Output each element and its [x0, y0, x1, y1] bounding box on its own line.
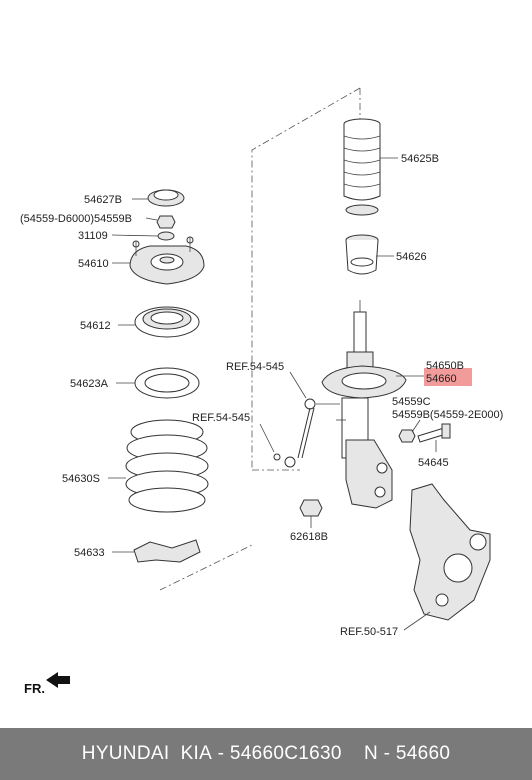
part-54626[interactable] — [345, 234, 394, 275]
ref-leader-upper — [289, 371, 307, 399]
part-31109[interactable] — [111, 231, 175, 241]
ref-54-545-upper: REF.54-545 — [226, 361, 284, 373]
part-number-footer: HYUNDAI KIA - 54660C1630 N - 54660 — [0, 728, 532, 780]
label-54559B-alt: (54559-D6000)54559B — [20, 213, 132, 225]
footer-part-number: 54660C1630 — [229, 743, 342, 764]
part-54559B-nut[interactable] — [145, 215, 176, 229]
label-54627B: 54627B — [84, 194, 122, 206]
label-54630S: 54630S — [62, 473, 100, 485]
part-54610[interactable] — [112, 236, 205, 285]
label-62618B: 62618B — [290, 531, 328, 543]
footer-brand: HYUNDAI KIA — [81, 743, 213, 764]
label-54650B: 54650B — [426, 360, 464, 372]
label-54625B: 54625B — [401, 153, 439, 165]
part-54627B[interactable] — [132, 189, 185, 207]
part-62618B[interactable] — [299, 499, 323, 528]
part-54625B[interactable] — [343, 118, 398, 216]
label-54610: 54610 — [78, 258, 109, 270]
part-knuckle — [403, 483, 491, 631]
label-54559B-2E000: 54559B(54559-2E000) — [392, 409, 503, 421]
footer-gap — [342, 743, 364, 765]
part-54630S[interactable] — [108, 419, 209, 513]
ref-54-545-lower: REF.54-545 — [192, 412, 250, 424]
highlight-54660[interactable] — [396, 368, 472, 386]
ref-leader-lower — [259, 423, 275, 453]
label-54645: 54645 — [418, 457, 449, 469]
ref-50-517: REF.50-517 — [340, 626, 398, 638]
label-31109: 31109 — [78, 230, 108, 242]
label-54626: 54626 — [396, 251, 427, 263]
part-54559C[interactable] — [398, 419, 421, 443]
front-label: FR. — [24, 681, 45, 696]
part-54645[interactable] — [417, 423, 451, 452]
footer-separator: - — [212, 743, 230, 764]
footer-short-code: N - 54660 — [364, 743, 451, 764]
front-direction-arrow-icon — [46, 672, 70, 688]
label-54623A: 54623A — [70, 378, 109, 390]
label-54612: 54612 — [80, 320, 111, 332]
parts-diagram: 54627B (54559-D6000)54559B 31109 54610 5… — [20, 87, 503, 696]
part-stabilizer-link[interactable] — [284, 398, 340, 468]
part-54633[interactable] — [112, 539, 201, 563]
small-washer — [273, 453, 281, 461]
part-strut-assembly[interactable] — [321, 300, 407, 509]
assembly-boundary — [159, 87, 361, 591]
label-54559C: 54559C — [392, 396, 431, 408]
part-54612[interactable] — [118, 306, 200, 338]
label-54660: 54660 — [426, 373, 457, 385]
part-54623A[interactable] — [116, 367, 200, 399]
label-54633: 54633 — [74, 547, 105, 559]
